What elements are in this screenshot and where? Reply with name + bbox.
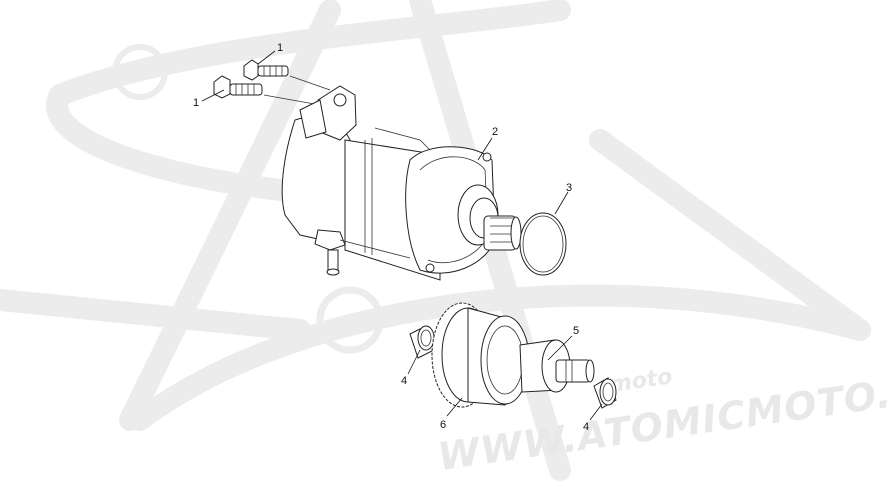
callout-1-lower: 1 <box>193 97 199 109</box>
starter-motor <box>281 85 522 281</box>
callout-3: 3 <box>566 182 572 194</box>
needle-bearing-right <box>593 377 617 409</box>
callout-1-upper: 1 <box>277 42 283 54</box>
callout-6: 6 <box>440 419 446 431</box>
callout-4-right: 4 <box>583 421 589 433</box>
bolt-lower <box>213 75 263 99</box>
needle-bearing-left <box>409 325 435 359</box>
watermark-brand: moto <box>607 364 674 398</box>
leader-lines <box>201 50 603 421</box>
bolt-upper <box>243 59 289 81</box>
callout-2: 2 <box>492 126 498 138</box>
callout-5: 5 <box>573 325 579 337</box>
o-ring <box>519 212 567 276</box>
callout-4-left: 4 <box>401 375 407 387</box>
starter-clutch-gear <box>431 302 530 408</box>
drive-shaft <box>519 339 595 393</box>
